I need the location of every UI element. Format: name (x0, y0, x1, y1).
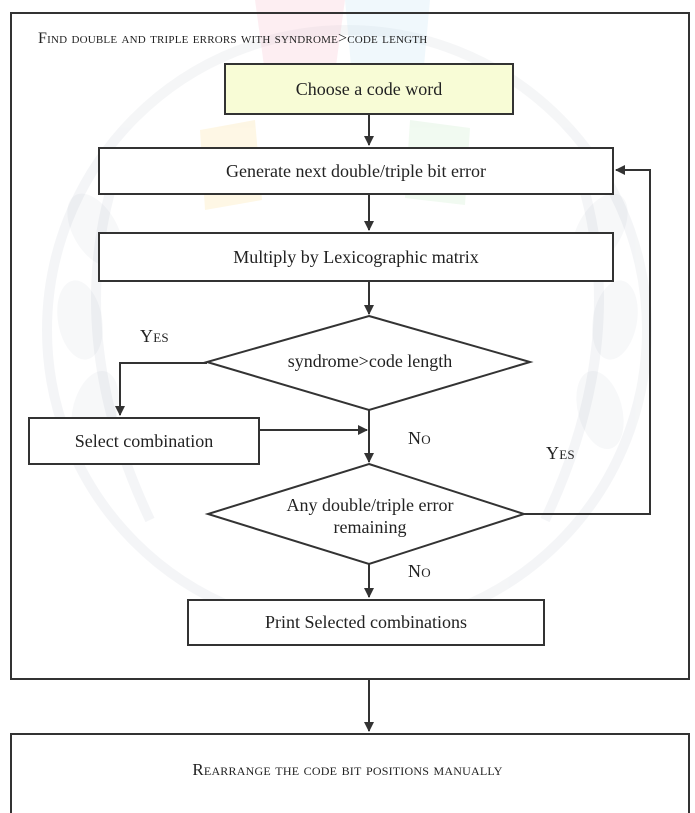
node-generate-error: Generate next double/triple bit error (98, 147, 614, 195)
edge-label-yes-left: Yes (140, 326, 169, 346)
node-choose-code-word: Choose a code word (224, 63, 514, 115)
node-select-label: Select combination (74, 430, 214, 451)
node-choose-label: Choose a code word (295, 78, 443, 99)
title-find-errors: Find double and triple errors with syndr… (38, 30, 428, 47)
title-rearrange: Rearrange the code bit positions manuall… (192, 760, 503, 779)
decision-remaining-line1: Any double/triple error (286, 495, 454, 515)
arrow-yes-loop-back (524, 165, 651, 515)
edge-label-no-second: No (408, 561, 431, 581)
edge-label-no-first: No (408, 428, 431, 448)
node-generate-label: Generate next double/triple bit error (226, 160, 486, 181)
decision-remaining-line2: remaining (333, 517, 407, 537)
node-multiply-matrix: Multiply by Lexicographic matrix (98, 232, 614, 282)
arrow-yes-to-select (115, 362, 207, 416)
node-print-label: Print Selected combinations (265, 612, 467, 632)
node-select-combination: Select combination (28, 417, 260, 465)
rearrange-frame (10, 733, 690, 813)
decision-remaining-label: Any double/triple error remaining (230, 491, 510, 541)
node-multiply-label: Multiply by Lexicographic matrix (233, 246, 479, 267)
edge-label-yes-right: Yes (546, 443, 575, 463)
node-print-combinations: Print Selected combinations (187, 599, 545, 646)
decision-syndrome-label: syndrome>code length (287, 351, 453, 371)
flowchart-connectors (115, 115, 651, 732)
outer-process-frame (10, 12, 690, 680)
